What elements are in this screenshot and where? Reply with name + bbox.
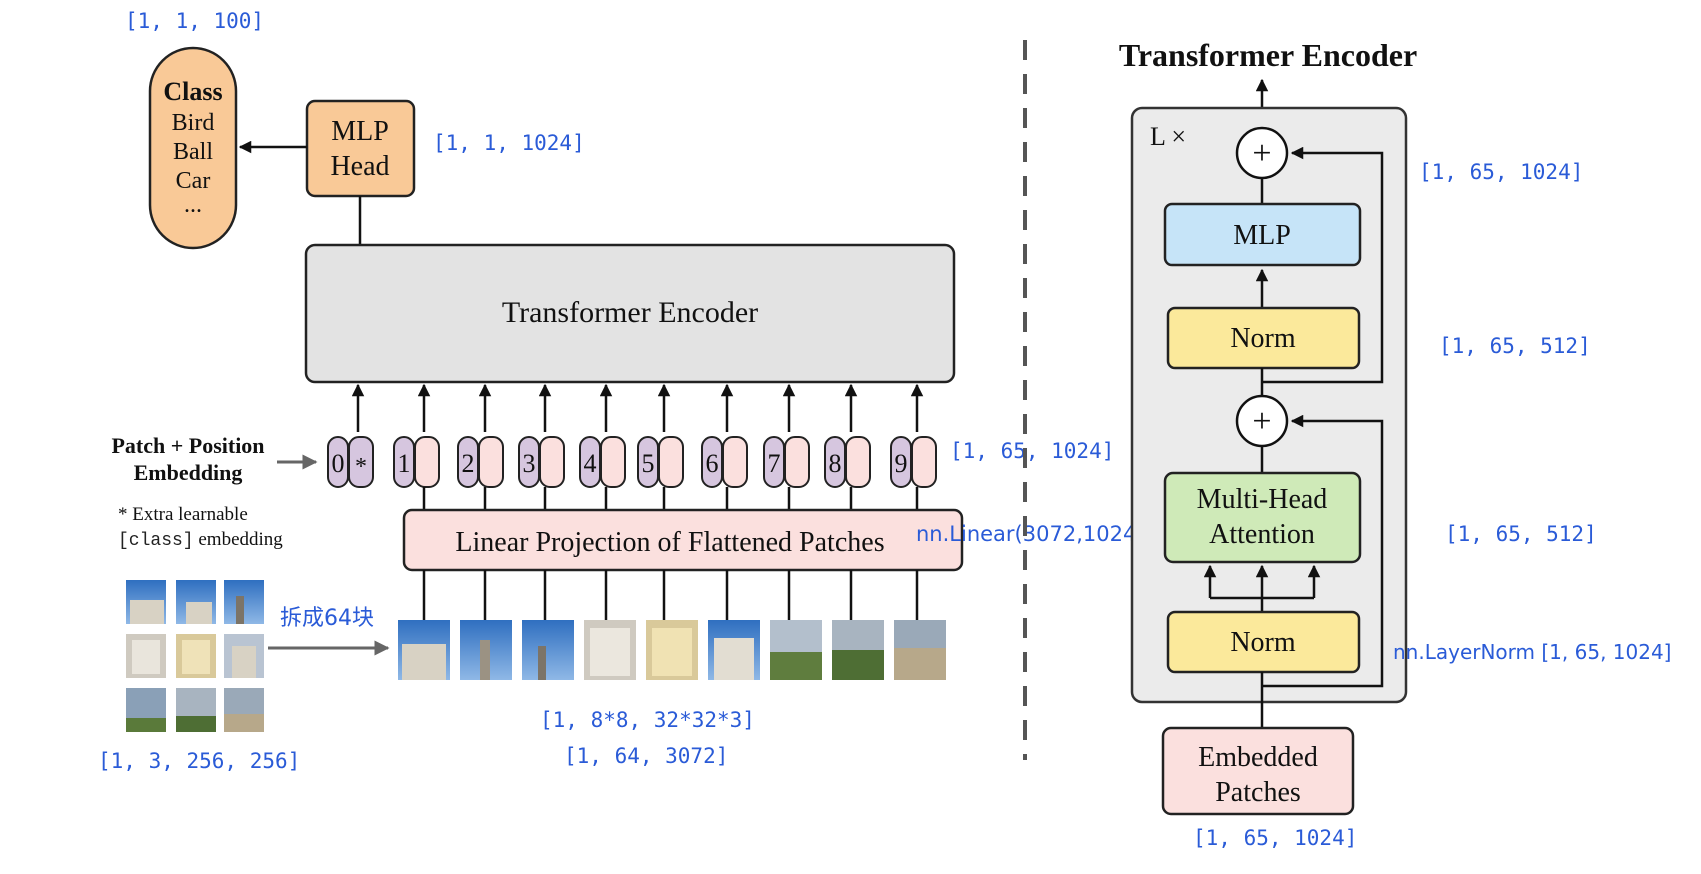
class-item-bird: Bird	[172, 110, 215, 136]
extra-note-line1: * Extra learnable	[118, 504, 248, 525]
shape-out-label: [1, 65, 1024]	[1419, 160, 1583, 184]
plus-middle: +	[1252, 403, 1271, 440]
plus-top: +	[1252, 135, 1271, 172]
token-0: 0 *	[327, 436, 374, 488]
token-3: 3	[518, 436, 565, 488]
mlp-head-shape-label: [1, 1, 1024]	[433, 131, 585, 155]
token-label-9: 9	[895, 449, 908, 478]
patches-shape-label-2: [1, 64, 3072]	[564, 744, 728, 768]
token-label-5: 5	[642, 449, 655, 478]
mlp-label: MLP	[1233, 220, 1291, 251]
transformer-encoder-box	[304, 243, 956, 384]
patch-lines	[422, 570, 919, 620]
token-4: 4	[579, 436, 626, 488]
embedded-patches-line2: Patches	[1215, 777, 1301, 808]
mlp-head-line1: MLP	[331, 116, 389, 147]
layernorm-annotation: nn.LayerNorm [1, 65, 1024]	[1393, 640, 1672, 664]
patch-image-row	[398, 620, 946, 680]
token-label-2: 2	[462, 449, 475, 478]
embedding-label-line2: Embedding	[134, 460, 243, 485]
embedded-patches-line1: Embedded	[1198, 742, 1318, 773]
linear-projection-box	[402, 508, 964, 572]
attention-box	[1163, 471, 1362, 564]
input-image-grid	[126, 580, 264, 732]
attention-line2: Attention	[1209, 519, 1315, 550]
token-label-4: 4	[584, 449, 597, 478]
norm-top-box	[1166, 306, 1361, 370]
tokens-shape-label: [1, 65, 1024]	[950, 439, 1114, 463]
token-5: 5	[637, 436, 684, 488]
cls-marker: *	[355, 454, 367, 480]
qkv-arrows	[1203, 564, 1321, 612]
split-label: 拆成64块	[280, 606, 374, 631]
token-8: 8	[824, 436, 871, 488]
mlp-box	[1163, 202, 1362, 267]
class-item-car: Car	[176, 168, 211, 194]
token-arrows	[351, 383, 924, 432]
token-label-1: 1	[398, 449, 411, 478]
class-item-ball: Ball	[173, 139, 213, 165]
norm-bottom-box	[1166, 610, 1361, 674]
norm-top-label: Norm	[1230, 323, 1296, 354]
token-label-0: 0	[332, 449, 345, 478]
token-label-7: 7	[768, 449, 781, 478]
token-2: 2	[457, 436, 504, 488]
class-output-box	[148, 46, 238, 250]
input-shape-label: [1, 3, 256, 256]	[98, 749, 300, 773]
token-label-6: 6	[706, 449, 719, 478]
mlp-head-line2: Head	[330, 151, 389, 182]
residual-loop-top	[1262, 146, 1384, 384]
attention-line1: Multi-Head	[1197, 484, 1328, 515]
linear-annotation: nn.Linear(3072,1024)	[916, 522, 1145, 546]
residual-loop-bottom	[1262, 414, 1384, 688]
right-title: Transformer Encoder	[1119, 37, 1417, 73]
shape-attention-label: [1, 65, 512]	[1445, 522, 1597, 546]
transformer-encoder-label: Transformer Encoder	[502, 296, 758, 329]
token-1: 1	[393, 436, 440, 488]
token-6: 6	[701, 436, 748, 488]
embedding-label-line1: Patch + Position	[111, 433, 264, 458]
repeat-label: L ×	[1150, 122, 1186, 151]
class-item-ellipsis: ...	[184, 192, 202, 218]
patches-shape-label-1: [1, 8*8, 32*32*3]	[540, 708, 755, 732]
shape-norm-label: [1, 65, 512]	[1439, 334, 1591, 358]
extra-note-line2: [class] embedding	[118, 529, 283, 551]
shape-input-label: [1, 65, 1024]	[1193, 826, 1357, 850]
token-label-8: 8	[829, 449, 842, 478]
linear-projection-label: Linear Projection of Flattened Patches	[455, 527, 884, 558]
embedded-patches-box	[1161, 726, 1355, 816]
norm-bottom-label: Norm	[1230, 627, 1296, 658]
token-7: 7	[763, 436, 810, 488]
token-9: 9	[890, 436, 937, 488]
class-shape-label: [1, 1, 100]	[125, 9, 264, 33]
class-title: Class	[163, 77, 222, 106]
token-label-3: 3	[523, 449, 536, 478]
